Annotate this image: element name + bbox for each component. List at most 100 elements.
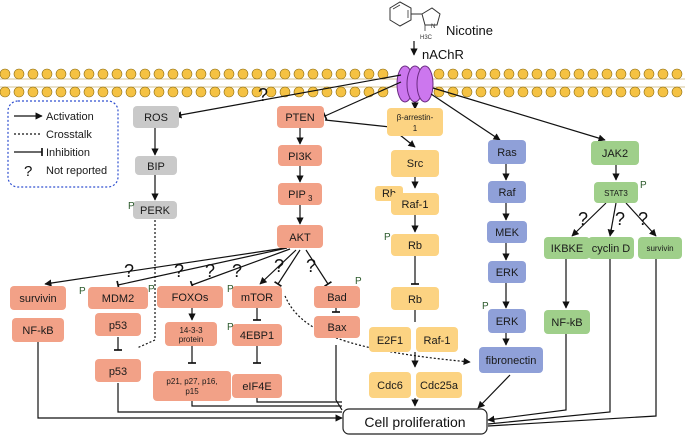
cell-proliferation-box: Cell proliferation: [342, 408, 488, 435]
pathway-connections: [37, 74, 657, 427]
svg-text:PIP: PIP: [288, 189, 306, 201]
node-e2f1: E2F1: [369, 327, 411, 352]
svg-text:STAT3: STAT3: [604, 189, 628, 198]
svg-text:p21, p27, p16,: p21, p27, p16,: [166, 377, 217, 386]
lipid-head: [657, 86, 669, 98]
lipid-head: [41, 68, 53, 80]
svg-text:PI3K: PI3K: [288, 151, 313, 163]
phospho-mark: P: [355, 276, 362, 287]
question-mark: ?: [174, 261, 184, 281]
svg-text:Src: Src: [407, 158, 424, 170]
lipid-head: [503, 86, 515, 98]
phospho-mark: P: [227, 322, 234, 333]
lipid-head: [69, 68, 81, 80]
cell-membrane: [0, 68, 685, 98]
node-4ebp1: 4EBP1: [232, 324, 282, 346]
lipid-head: [629, 68, 641, 80]
lipid-head: [41, 86, 53, 98]
lipid-head: [321, 86, 333, 98]
lipid-head: [181, 86, 193, 98]
node-survivin-right: survivin: [638, 237, 682, 259]
svg-text:14-3-3: 14-3-3: [179, 326, 203, 335]
node-raf: Raf: [488, 181, 526, 203]
lipid-head: [643, 86, 655, 98]
question-mark: ?: [124, 261, 134, 281]
lipid-head: [223, 86, 235, 98]
svg-text:Cdc25a: Cdc25a: [420, 380, 459, 392]
lipid-head: [83, 86, 95, 98]
node-ikbke: IKBKE: [544, 237, 590, 259]
node-foxos: FOXOs: [157, 286, 223, 308]
svg-text:mTOR: mTOR: [241, 292, 273, 304]
lipid-head: [167, 68, 179, 80]
svg-text:survivin: survivin: [646, 244, 673, 253]
phospho-mark: P: [384, 232, 391, 243]
lipid-head: [251, 68, 263, 80]
lipid-head: [167, 86, 179, 98]
lipid-head: [195, 86, 207, 98]
nachr-label: nAChR: [422, 47, 464, 62]
node-nfkb-right: NF-kB: [544, 310, 590, 334]
lipid-head: [251, 86, 263, 98]
lipid-head: [237, 68, 249, 80]
node-mek: MEK: [487, 221, 527, 243]
lipid-head: [97, 68, 109, 80]
lipid-head: [223, 68, 235, 80]
nicotine-label: Nicotine: [446, 23, 493, 38]
svg-text:ROS: ROS: [144, 112, 168, 124]
legend: Activation Crosstalk Inhibition ? Not re…: [7, 100, 119, 188]
lipid-head: [139, 86, 151, 98]
svg-text:fibronectin: fibronectin: [486, 355, 537, 367]
node-raf1-lower: Raf-1: [416, 327, 458, 352]
lipid-head: [587, 86, 599, 98]
lipid-head: [461, 68, 473, 80]
phospho-mark: P: [128, 201, 135, 212]
n-atom-label: N: [431, 24, 435, 30]
lipid-head: [69, 86, 81, 98]
lipid-head: [545, 68, 557, 80]
node-raf1-upper: Raf-1: [391, 193, 439, 215]
question-mark: ?: [638, 209, 648, 229]
lipid-head: [195, 68, 207, 80]
svg-text:eIF4E: eIF4E: [242, 381, 271, 393]
phospho-mark: P: [482, 301, 489, 312]
node-bip: BIP: [135, 156, 177, 175]
svg-text:Cdc6: Cdc6: [377, 380, 403, 392]
lipid-head: [461, 86, 473, 98]
question-mark: ?: [274, 256, 284, 276]
lipid-head: [111, 86, 123, 98]
question-mark: ?: [232, 261, 242, 281]
lipid-head: [125, 68, 137, 80]
legend-activation: Activation: [46, 111, 94, 123]
lipid-head: [517, 68, 529, 80]
lipid-head: [475, 68, 487, 80]
svg-text:MDM2: MDM2: [102, 293, 134, 305]
svg-text:Rb: Rb: [408, 240, 422, 252]
lipid-head: [531, 68, 543, 80]
lipid-head: [13, 68, 25, 80]
phospho-mark: P: [148, 284, 155, 295]
svg-text:Rb: Rb: [408, 294, 422, 306]
h3c-label: H3C: [420, 35, 433, 41]
svg-text:Raf: Raf: [498, 187, 516, 199]
lipid-head: [0, 86, 11, 98]
svg-text:cyclin D: cyclin D: [592, 243, 631, 255]
lipid-head: [279, 68, 291, 80]
svg-text:Cell proliferation: Cell proliferation: [364, 414, 465, 430]
svg-text:NF-kB: NF-kB: [22, 325, 53, 337]
lipid-head: [0, 68, 11, 80]
lipid-head: [615, 68, 627, 80]
svg-text:NF-kB: NF-kB: [551, 317, 582, 329]
lipid-head: [643, 68, 655, 80]
svg-text:Bad: Bad: [327, 292, 347, 304]
lipid-head: [293, 68, 305, 80]
svg-text:p15: p15: [185, 387, 199, 396]
node-fibronectin: fibronectin: [479, 347, 543, 373]
node-beta-arrestin-1: β-arrestin-1: [387, 108, 443, 136]
lipid-head: [55, 68, 67, 80]
lipid-head: [125, 86, 137, 98]
lipid-head: [335, 86, 347, 98]
lipid-head: [657, 68, 669, 80]
lipid-head: [265, 68, 277, 80]
question-mark: ?: [578, 209, 588, 229]
